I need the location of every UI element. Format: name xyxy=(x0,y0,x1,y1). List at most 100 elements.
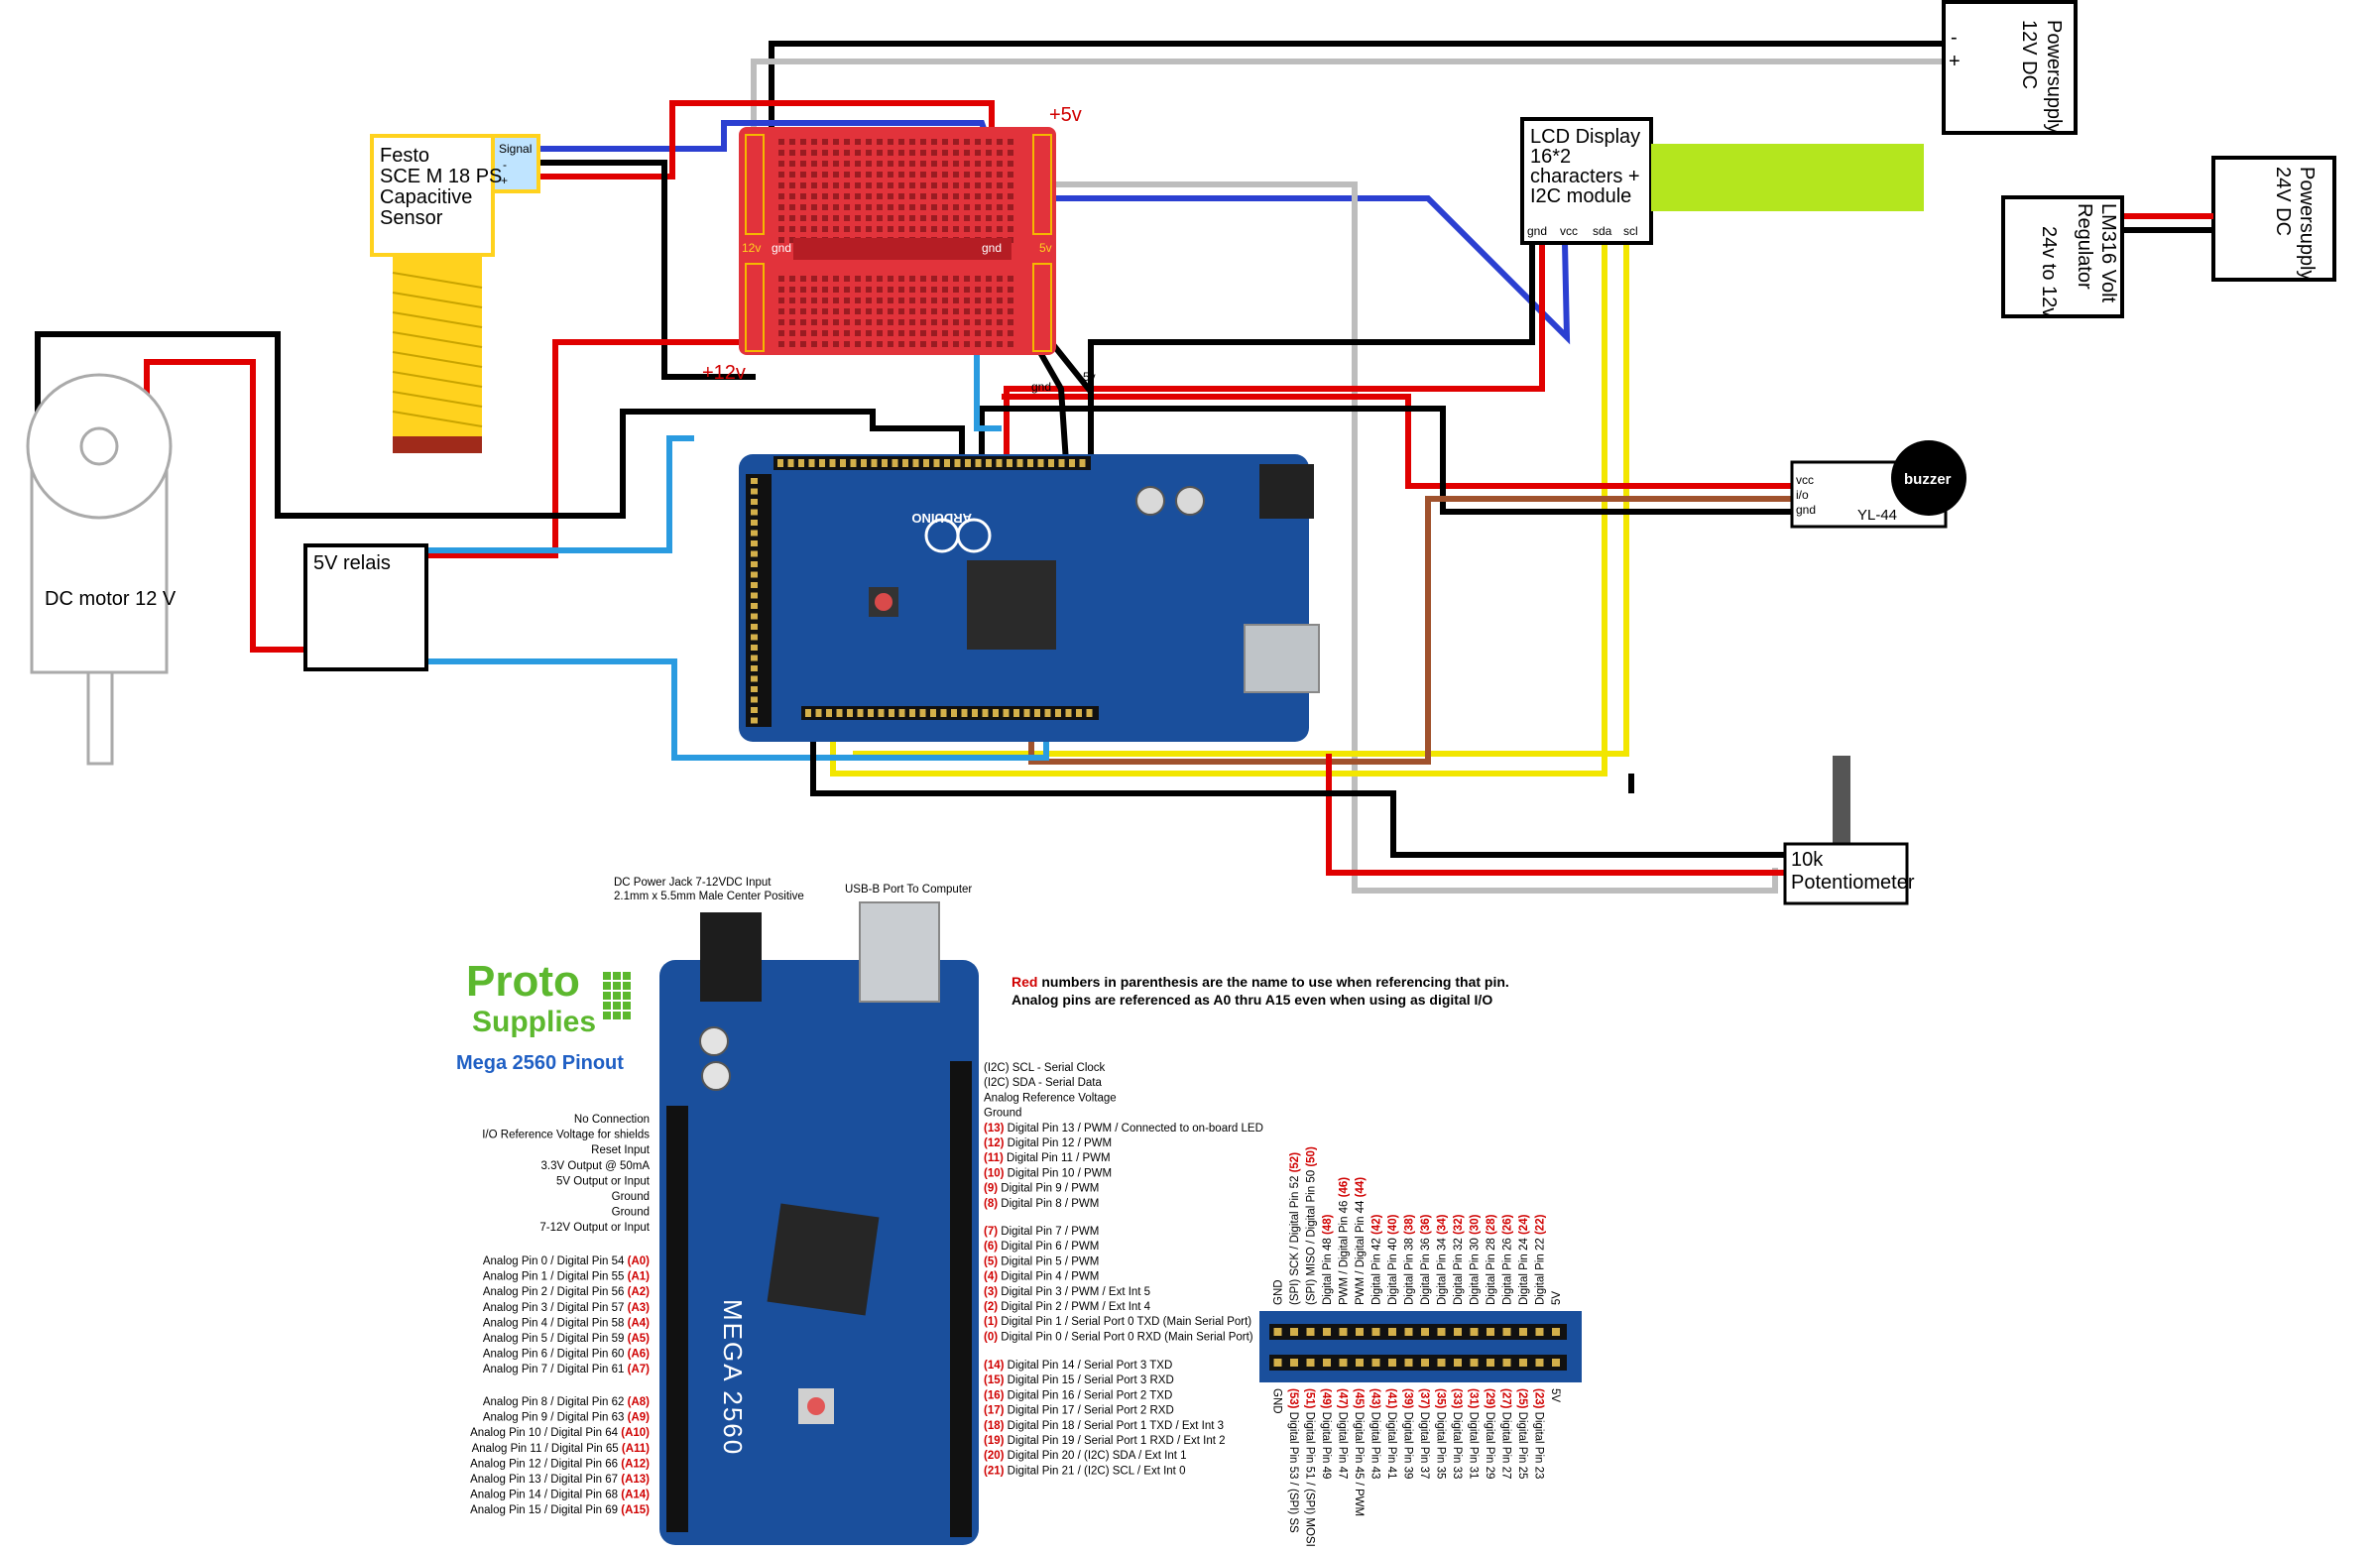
breadboard-hole xyxy=(986,215,992,221)
breadboard-hole xyxy=(909,204,915,210)
header-pin xyxy=(826,709,832,717)
breadboard-hole xyxy=(778,330,784,336)
header-pin xyxy=(1323,1328,1331,1336)
breadboard-hole xyxy=(986,150,992,156)
breadboard-hole xyxy=(778,182,784,188)
header-pin xyxy=(751,624,758,630)
breadboard-hole xyxy=(942,319,948,325)
breadboard-hole xyxy=(866,341,872,347)
breadboard-hole xyxy=(866,204,872,210)
wire-yellow-scl xyxy=(853,243,1629,757)
breadboard-hole xyxy=(833,161,839,167)
regulator-label-1: LM316 Volt xyxy=(2097,203,2119,303)
breadboard-hole xyxy=(822,330,828,336)
breadboard-hole xyxy=(997,150,1003,156)
header-pin xyxy=(751,592,758,599)
pin-label-ref: (18) xyxy=(984,1420,1005,1432)
pin-label-text: Digital Pin 4 / PWM xyxy=(998,1271,1099,1283)
breadboard-rail-right-bot xyxy=(1032,263,1052,352)
breadboard-hole xyxy=(953,226,959,232)
pin-label-ref: (A6) xyxy=(628,1349,651,1361)
breadboard-hole xyxy=(997,215,1003,221)
breadboard-hole xyxy=(920,150,926,156)
header-pin-label: (31) Digital Pin 31 xyxy=(1468,1388,1480,1479)
pin-label: Analog Pin 13 / Digital Pin 67 (A13) xyxy=(470,1474,650,1486)
pin-label: (15) Digital Pin 15 / Serial Port 3 RXD xyxy=(984,1374,1174,1386)
breadboard-hole xyxy=(844,319,850,325)
pin-label-ref: (31) xyxy=(1468,1388,1480,1409)
breadboard-hole xyxy=(866,161,872,167)
pin-label: 7-12V Output or Input xyxy=(539,1222,650,1234)
breadboard-hole xyxy=(811,204,817,210)
lcd-box xyxy=(1520,117,1653,245)
mega-cap-1 xyxy=(699,1026,729,1056)
pinout-section: Proto Supplies Mega 2560 Pinout DC Power… xyxy=(456,877,1582,1547)
breadboard-hole xyxy=(953,341,959,347)
pin-label: (19) Digital Pin 19 / Serial Port 1 RXD … xyxy=(984,1435,1226,1447)
breadboard-hole xyxy=(942,298,948,303)
header-pin xyxy=(996,459,1003,467)
breadboard-hole xyxy=(855,226,861,232)
relay-label: 5V relais xyxy=(313,552,391,574)
lcd-display: LCD Display 16*2 characters + I2C module… xyxy=(1520,117,1924,245)
breadboard-hole xyxy=(778,298,784,303)
pot-shaft xyxy=(1833,756,1850,845)
header-pin-label: Digital Pin 22 (22) xyxy=(1535,1214,1547,1305)
header-pin-label: Digital Pin 34 (34) xyxy=(1437,1214,1449,1305)
breadboard-hole xyxy=(778,226,784,232)
breadboard-hole xyxy=(997,182,1003,188)
pin-label-text: Digital Pin 49 xyxy=(1320,1408,1332,1479)
pin-label-ref: (43) xyxy=(1369,1388,1381,1409)
motor-label: DC motor 12 V xyxy=(45,588,177,610)
breadboard-hole xyxy=(964,172,970,178)
breadboard-hole xyxy=(866,298,872,303)
header-pin-label: (41) Digital Pin 41 xyxy=(1385,1388,1397,1479)
pin-label-text: GND xyxy=(1273,1279,1285,1305)
pin-label-text: Digital Pin 27 xyxy=(1500,1408,1512,1479)
pin-label-ref: (A3) xyxy=(628,1302,651,1314)
pin-label: (4) Digital Pin 4 / PWM xyxy=(984,1271,1099,1283)
pin-label-ref: (9) xyxy=(984,1183,998,1195)
header-pin xyxy=(898,709,905,717)
breadboard-hole xyxy=(789,193,795,199)
pin-label: (3) Digital Pin 3 / PWM / Ext Int 5 xyxy=(984,1286,1150,1298)
header-pin xyxy=(1306,1328,1315,1336)
header-pin xyxy=(1437,1328,1446,1336)
pin-label-text: Digital Pin 1 / Serial Port 0 TXD (Main … xyxy=(998,1316,1251,1328)
breadboard-hole xyxy=(997,276,1003,282)
breadboard-hole xyxy=(909,341,915,347)
header-pin xyxy=(1487,1328,1494,1336)
pin-label-text: Digital Pin 15 / Serial Port 3 RXD xyxy=(1004,1374,1173,1386)
pin-label-ref: (39) xyxy=(1402,1388,1414,1409)
breadboard-hole xyxy=(975,193,981,199)
pin-label: Analog Pin 1 / Digital Pin 55 (A1) xyxy=(483,1271,650,1283)
pin-label-text: Analog Reference Voltage xyxy=(984,1092,1117,1104)
breadboard-hole xyxy=(997,193,1003,199)
pin-label-ref: (20) xyxy=(984,1450,1005,1462)
pin-label-text: Digital Pin 20 / (I2C) SDA / Ext Int 1 xyxy=(1004,1450,1186,1462)
breadboard-hole xyxy=(953,182,959,188)
pin-label-text: Digital Pin 5 / PWM xyxy=(998,1255,1099,1267)
breadboard-hole xyxy=(975,319,981,325)
header-pin xyxy=(1339,1328,1348,1336)
regulator-label-3: 24v to 12v xyxy=(2038,226,2060,317)
pin-label-text: Digital Pin 2 / PWM / Ext Int 4 xyxy=(998,1301,1151,1313)
header-pin xyxy=(975,459,982,467)
pin-label: (10) Digital Pin 10 / PWM xyxy=(984,1167,1112,1179)
pin-label-ref: (23) xyxy=(1533,1388,1545,1409)
header-pin-label: (51) Digital Pin 51 / (SPI) MOSI xyxy=(1304,1388,1316,1547)
breadboard-hole xyxy=(986,193,992,199)
breadboard-hole xyxy=(800,341,806,347)
breadboard-hole xyxy=(953,319,959,325)
breadboard-hole xyxy=(931,161,937,167)
pin-label-ref: (8) xyxy=(984,1198,998,1210)
breadboard-hole xyxy=(964,330,970,336)
breadboard-hole xyxy=(975,226,981,232)
header-pin xyxy=(1339,1359,1348,1367)
header-pin xyxy=(751,665,758,671)
breadboard-hole xyxy=(1008,319,1013,325)
pin-label-ref: (33) xyxy=(1451,1388,1463,1409)
pin-label-ref: (15) xyxy=(984,1374,1005,1386)
header-pin xyxy=(892,459,898,467)
